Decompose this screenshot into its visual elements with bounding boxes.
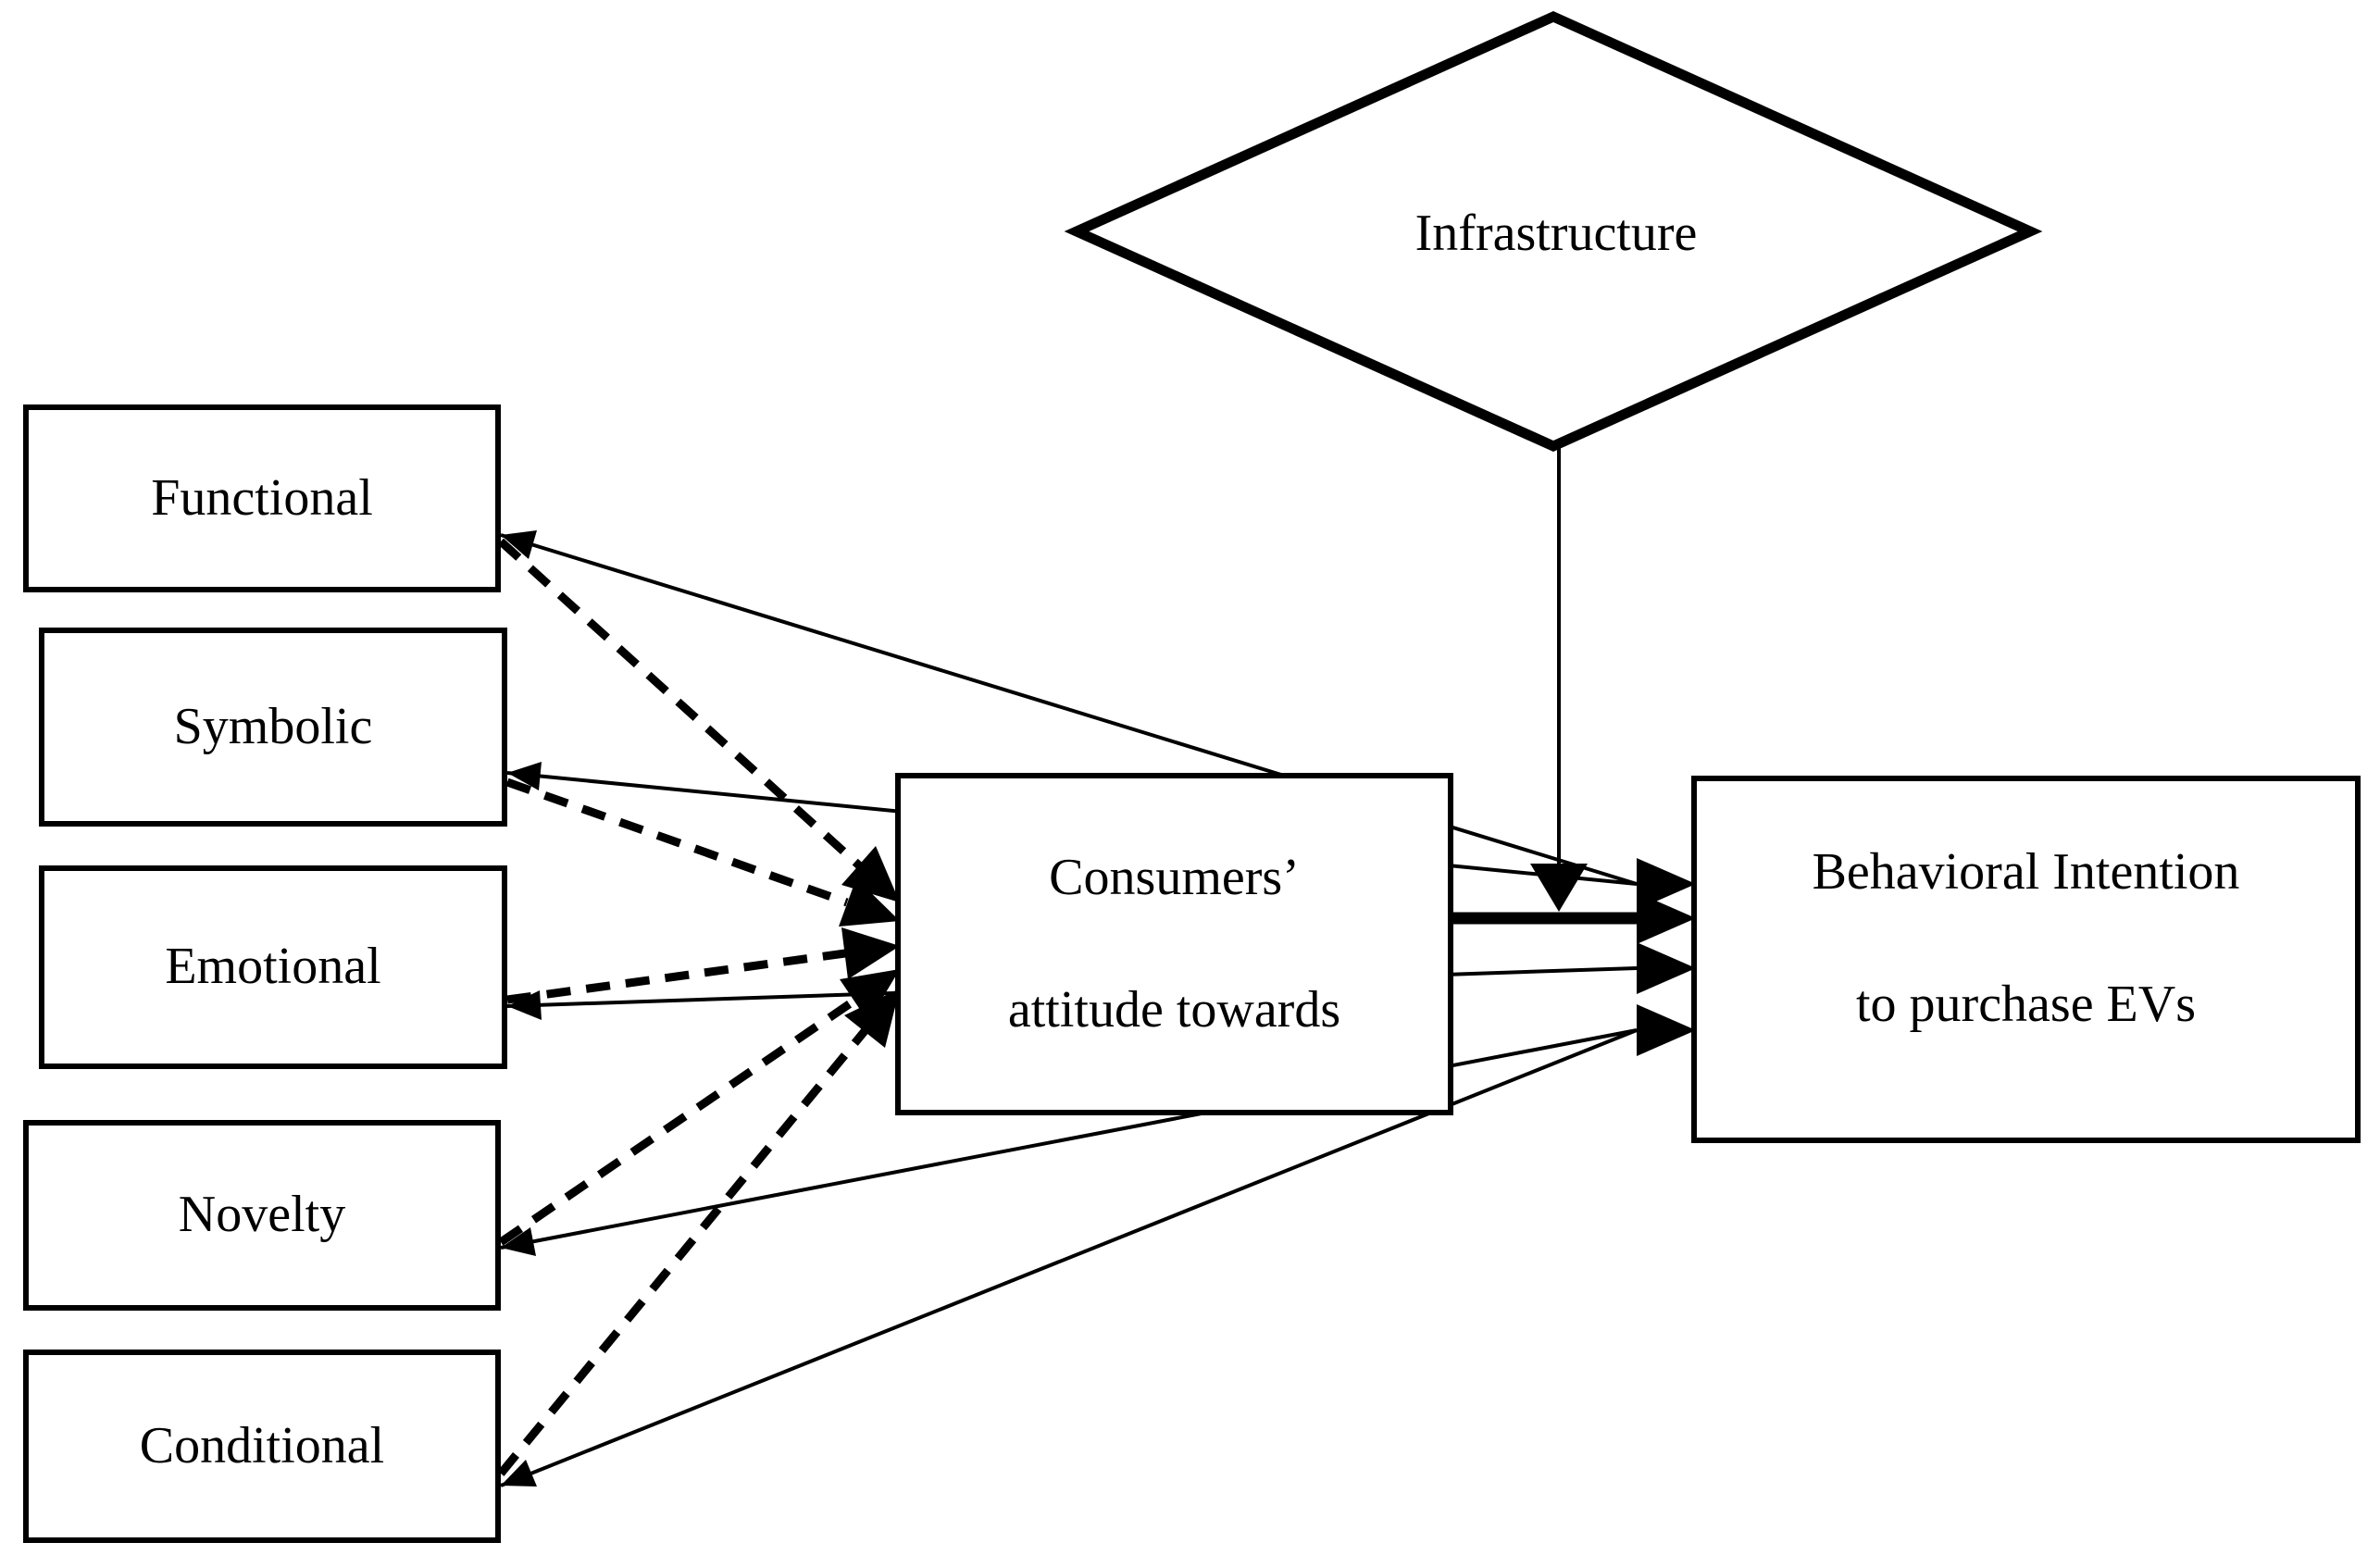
node-consumers-attitude: Consumers’ attitude towards xyxy=(895,773,1453,1115)
arrowhead-into-functional xyxy=(501,530,537,559)
node-functional-label: Functional xyxy=(151,468,373,527)
arrowhead-into-novelty xyxy=(501,1227,536,1256)
arrowhead-into-symbolic xyxy=(507,762,542,790)
node-behavioral-intention: Behavioral Intention to purchase EVs xyxy=(1691,776,2361,1143)
mediator-label-line1: Consumers’ xyxy=(1049,849,1300,907)
node-novelty: Novelty xyxy=(23,1120,501,1311)
dashed-arrow-emotional-to-attitude xyxy=(506,949,846,1004)
outcome-label-line1: Behavioral Intention xyxy=(1812,842,2240,901)
node-emotional: Emotional xyxy=(39,865,507,1069)
diamond-infrastructure xyxy=(1064,10,2043,453)
node-conditional: Conditional xyxy=(23,1350,501,1543)
dashed-arrow-novelty-to-attitude xyxy=(498,997,857,1246)
dashed-arrow-functional-to-attitude xyxy=(497,538,863,869)
moderator-label: Infrastructure xyxy=(1414,205,1698,262)
outcome-label-line2: to purchase EVs xyxy=(1855,975,2196,1033)
mediator-label-line2: attitude towards xyxy=(1007,981,1341,1039)
arrowhead-into-attitude-3 xyxy=(841,927,900,979)
arrowhead-into-intention-1 xyxy=(1637,858,1696,910)
arrowhead-into-intention-2 xyxy=(1637,892,1696,944)
arrowhead-into-intention-3 xyxy=(1637,942,1696,994)
arrowhead-moderator-down xyxy=(1530,864,1588,912)
arrowhead-into-attitude-5 xyxy=(844,989,900,1048)
node-conditional-label: Conditional xyxy=(139,1416,385,1474)
arrowhead-into-attitude-2 xyxy=(839,878,900,927)
node-emotional-label: Emotional xyxy=(165,938,381,996)
node-symbolic-label: Symbolic xyxy=(173,697,373,755)
node-functional: Functional xyxy=(23,404,501,592)
dashed-arrow-symbolic-to-attitude xyxy=(505,778,849,907)
dashed-arrow-conditional-to-attitude xyxy=(497,1028,868,1476)
node-novelty-label: Novelty xyxy=(178,1186,346,1244)
arrowhead-into-emotional xyxy=(507,990,542,1020)
arrowhead-into-conditional xyxy=(501,1460,537,1487)
arrowhead-into-intention-4 xyxy=(1637,1004,1696,1056)
node-symbolic: Symbolic xyxy=(39,628,507,827)
